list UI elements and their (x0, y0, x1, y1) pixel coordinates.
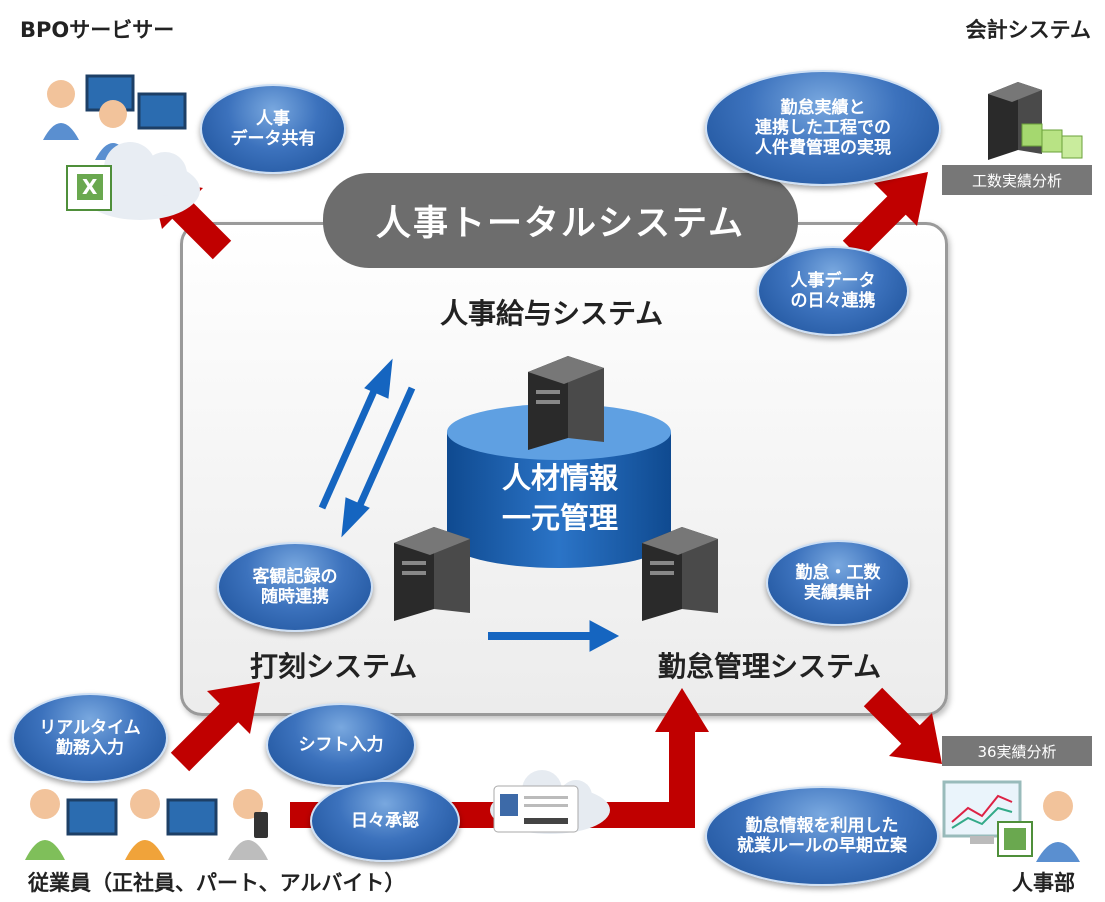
bubble-objective-record: 客観記録の 随時連携 (217, 542, 373, 632)
bubble-daily-approval: 日々承認 (310, 780, 460, 862)
employees-icon (25, 789, 268, 860)
workhour-analysis-tag: 工数実績分析 (942, 165, 1092, 195)
bubble-attendance-summary: 勤怠・工数 実績集計 (766, 540, 910, 626)
hr-department-icon (942, 780, 1080, 862)
bubble-hr-data-share: 人事 データ共有 (200, 84, 346, 174)
bpo-label: BPOサービサー (20, 18, 175, 42)
attendance-system-label: 勤怠管理システム (658, 650, 882, 683)
red-arrow-to-accounting (842, 172, 928, 260)
bubble-rule-proposal: 勤怠情報を利用した 就業ルールの早期立案 (705, 786, 939, 886)
svg-text:X: X (82, 175, 98, 199)
red-arrow-to-hr (863, 687, 942, 764)
accounting-label: 会計システム (965, 18, 1091, 42)
attendance-server-icon (642, 527, 718, 621)
excel-icon: X (66, 165, 112, 211)
analysis-36-tag: 36実績分析 (942, 736, 1092, 766)
payroll-system-label: 人事給与システム (440, 297, 664, 330)
bubble-shift-input: シフト入力 (266, 703, 416, 787)
timeclock-system-label: 打刻システム (250, 650, 418, 683)
blue-arrow-down (341, 386, 416, 538)
payroll-server-icon (528, 356, 604, 450)
blue-arrow-up (318, 358, 393, 510)
red-arrow-to-timeclock (170, 682, 260, 772)
accounting-server-icon (988, 82, 1083, 160)
bpo-operators-icon: X (43, 74, 200, 220)
id-card-cloud-icon (490, 770, 610, 834)
bubble-realtime-input: リアルタイム 勤務入力 (12, 693, 168, 783)
timeclock-server-icon (394, 527, 470, 621)
bubble-daily-link: 人事データ の日々連携 (757, 246, 909, 336)
data-blocks-icon (1021, 123, 1083, 159)
hr-label: 人事部 (1012, 871, 1075, 895)
bubble-labor-cost: 勤怠実績と 連携した工程での 人件費管理の実現 (705, 70, 941, 186)
employees-label: 従業員（正社員、パート、アルバイト） (28, 871, 406, 895)
blue-arrow-right (488, 620, 620, 652)
center-label: 人材情報 一元管理 (501, 461, 618, 535)
total-system-banner: 人事トータルシステム (323, 173, 798, 268)
